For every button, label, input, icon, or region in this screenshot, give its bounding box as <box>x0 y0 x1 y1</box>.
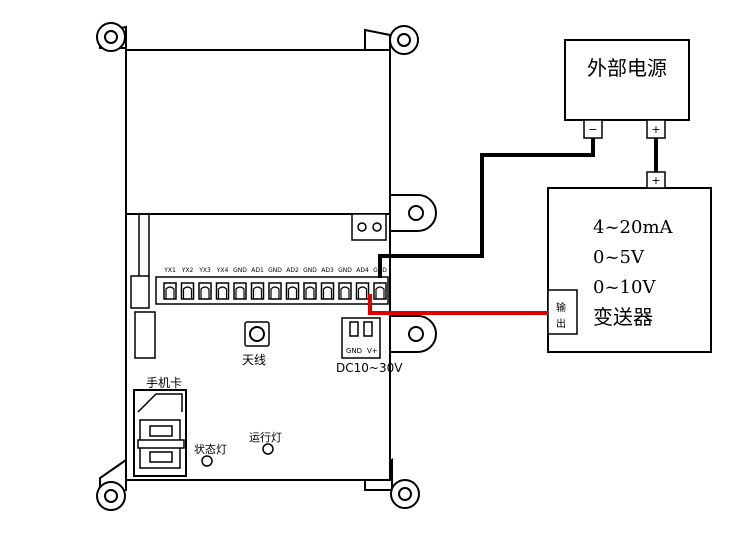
terminal-screw[interactable] <box>338 282 352 300</box>
transmitter-range-2: 0~5V <box>593 247 645 268</box>
wire-power-neg-to-gnd <box>378 138 595 278</box>
terminal-screw[interactable] <box>285 282 300 300</box>
ear-top-right-hole <box>397 33 411 47</box>
wire-signal-to-ad4 <box>368 294 548 315</box>
antenna-connector-knob <box>249 326 265 342</box>
terminal-screw-slot <box>340 286 350 299</box>
ear-bottom-left-hole <box>104 489 118 503</box>
status-led <box>201 455 213 467</box>
dc-power-port[interactable] <box>341 317 381 359</box>
terminal-screw[interactable] <box>180 282 195 300</box>
terminal-label: AD2 <box>286 267 299 274</box>
terminal-screw[interactable] <box>163 282 177 300</box>
terminal-screw-slot <box>235 286 245 299</box>
sim-label: 手机卡 <box>146 376 182 390</box>
terminal-screw[interactable] <box>198 282 212 300</box>
terminal-label: GND <box>233 267 247 274</box>
terminal-screw[interactable] <box>268 282 282 300</box>
ear-top-right <box>364 28 391 51</box>
terminal-label: YX3 <box>198 267 211 274</box>
terminal-label: YX4 <box>216 267 229 274</box>
dc-range-label: DC10~30V <box>336 361 403 375</box>
terminal-label: AD3 <box>321 267 334 274</box>
terminal-screw-slot <box>357 286 368 299</box>
transmitter-output-port <box>547 289 578 335</box>
terminal-screw-slot <box>165 286 175 299</box>
terminal-screw-slot <box>322 286 333 299</box>
terminal-screw[interactable] <box>215 282 230 300</box>
mounting-ears <box>96 22 437 511</box>
transmitter-pos-label: + <box>651 174 660 187</box>
terminal-screw[interactable] <box>303 282 317 300</box>
terminal-label: GND <box>268 267 282 274</box>
terminal-screw-slot <box>252 286 263 299</box>
terminal-label: YX1 <box>163 267 176 274</box>
antenna-cable <box>130 214 156 359</box>
terminal-screw[interactable] <box>355 282 370 300</box>
dc-vplus-label: V+ <box>367 347 378 355</box>
external-power-title: 外部电源 <box>587 56 667 80</box>
terminal-label: GND <box>338 267 352 274</box>
sim-card-slot[interactable] <box>133 389 187 477</box>
ear-right-upper-hole <box>408 205 424 221</box>
transmitter-output-label-1: 输 <box>556 301 566 314</box>
terminal-screw-slot <box>287 286 298 299</box>
ear-right-lower-hole <box>408 326 424 342</box>
terminal-label: AD1 <box>251 267 264 274</box>
terminal-screw-slot <box>217 286 228 299</box>
transmitter-output-label-2: 出 <box>556 317 566 330</box>
terminal-screw[interactable] <box>373 282 387 300</box>
terminal-screw[interactable] <box>320 282 335 300</box>
external-power-pos-label: + <box>651 123 660 136</box>
transmitter-name: 变送器 <box>593 305 653 329</box>
run-led <box>262 443 274 455</box>
run-led-label: 运行灯 <box>249 431 282 444</box>
external-power-neg-label: − <box>588 123 597 136</box>
terminal-screw-slot <box>305 286 315 299</box>
dc-gnd-label: GND <box>346 347 362 355</box>
terminal-label: GND <box>303 267 317 274</box>
ear-top-left-hole <box>104 30 118 44</box>
terminal-label: AD4 <box>356 267 369 274</box>
terminal-screw-slot <box>200 286 210 299</box>
external-power-box <box>564 39 690 121</box>
terminal-screw-slot <box>182 286 193 299</box>
terminal-screw[interactable] <box>233 282 247 300</box>
transmitter-range-3: 0~10V <box>593 277 656 298</box>
terminal-screw-slot <box>270 286 280 299</box>
transmitter-range-1: 4~20mA <box>593 217 674 238</box>
terminal-label: YX2 <box>181 267 194 274</box>
antenna-label: 天线 <box>242 353 266 367</box>
status-led-label: 状态灯 <box>194 442 227 456</box>
screw-block <box>351 213 387 241</box>
terminal-screw[interactable] <box>250 282 265 300</box>
ear-bottom-right-hole <box>398 487 412 501</box>
terminal-screw-slot <box>375 286 385 299</box>
